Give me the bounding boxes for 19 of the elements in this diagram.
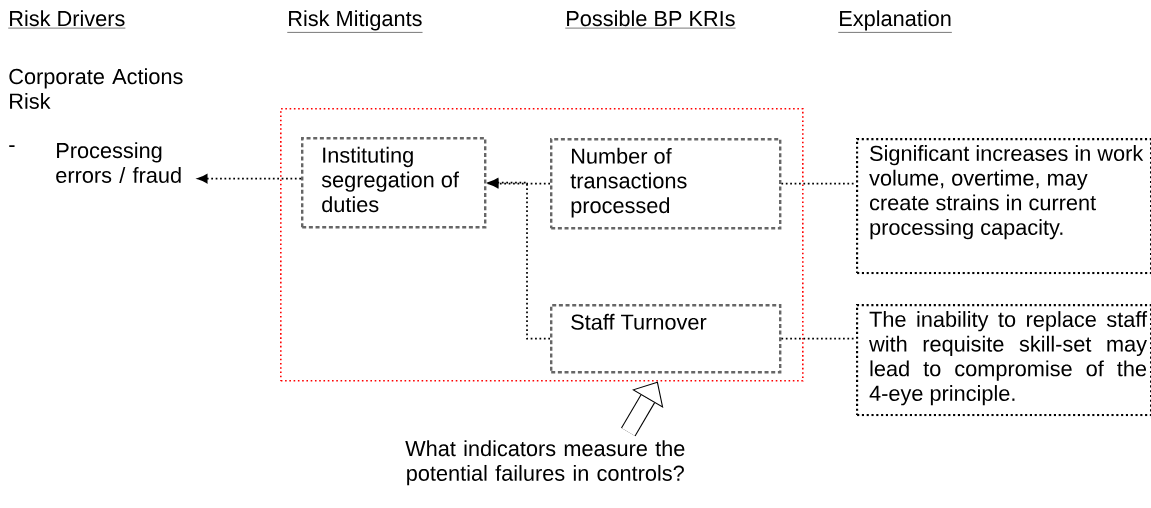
connector-line: [780, 337, 857, 340]
list-dash: -: [9, 145, 15, 147]
process-box: Staff Turnover: [550, 304, 782, 374]
note-box: The inability to replace staff with requisite skill-set may lead to compromise of the 4-eye principle.: [856, 304, 1151, 417]
column-heading: Risk Drivers: [8, 10, 126, 29]
block-arrow: [621, 381, 664, 437]
connector-arrow: [197, 174, 302, 184]
column-heading: Possible BP KRIs: [565, 10, 736, 29]
connector-arrow: [488, 178, 551, 340]
risk-text: Processing errors / fraud: [56, 142, 181, 183]
column-heading: Risk Mitigants: [287, 10, 423, 33]
note-box: Significant increases in work volume, overtime, may create strains in current processing capacity.: [856, 138, 1151, 275]
category-text: Corporate Actions Risk: [9, 68, 183, 109]
connector-line: [780, 182, 857, 185]
process-box: Instituting segregation of duties: [301, 137, 487, 229]
process-box: Number of transactions processed: [550, 138, 782, 230]
question-text: What indicators measure the potential failures in controls?: [405, 440, 685, 486]
group-frame: [280, 108, 804, 382]
column-heading: Explanation: [838, 10, 953, 33]
